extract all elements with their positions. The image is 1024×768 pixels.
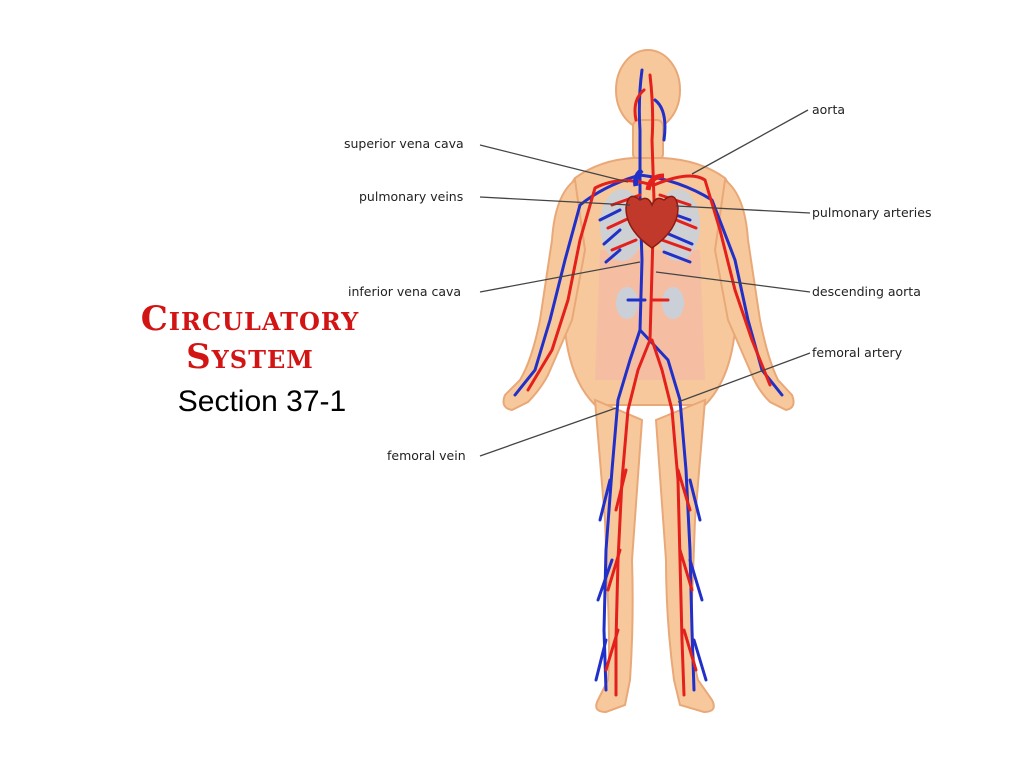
- body-silhouette: [502, 49, 795, 714]
- heart: [625, 168, 679, 249]
- slide-subtitle: Section 37-1: [177, 385, 347, 418]
- label-superior-vena-cava: superior vena cava: [344, 136, 464, 151]
- slide-title-line-1: Circulatory: [140, 299, 360, 339]
- kidneys: [616, 287, 684, 319]
- label-descending-aorta: descending aorta: [812, 284, 921, 299]
- title-block: Circulatory System Section 37-1: [120, 300, 380, 422]
- label-inferior-vena-cava: inferior vena cava: [348, 284, 462, 299]
- label-aorta: aorta: [812, 102, 846, 117]
- label-pulmonary-arteries: pulmonary arteries: [812, 205, 932, 220]
- slide-title-line-2: System: [186, 337, 314, 377]
- label-pulmonary-veins: pulmonary veins: [359, 189, 464, 204]
- label-femoral-vein: femoral vein: [387, 448, 466, 463]
- label-femoral-artery: femoral artery: [812, 345, 903, 360]
- arteries: [526, 73, 772, 697]
- leader-lines: [479, 109, 811, 457]
